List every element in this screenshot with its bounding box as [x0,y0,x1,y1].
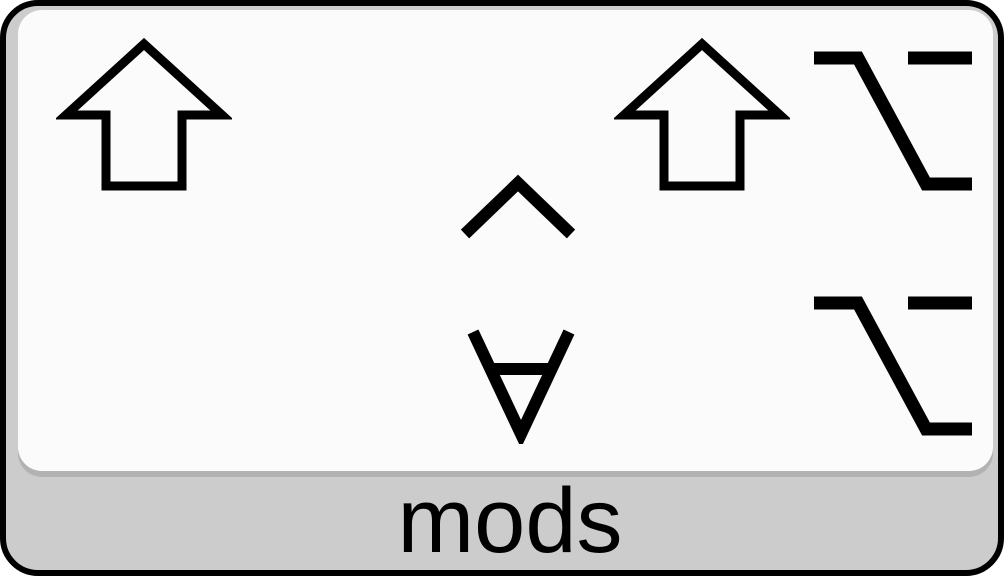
option-icon [804,288,984,446]
keycap-face [18,10,993,471]
shift-icon [614,36,790,200]
option-icon [804,43,984,201]
forall-icon [459,318,583,444]
shift-icon [56,36,232,200]
key-label: mods [397,469,623,572]
control-icon [455,172,581,254]
keycap-label-area: mods [6,469,998,572]
